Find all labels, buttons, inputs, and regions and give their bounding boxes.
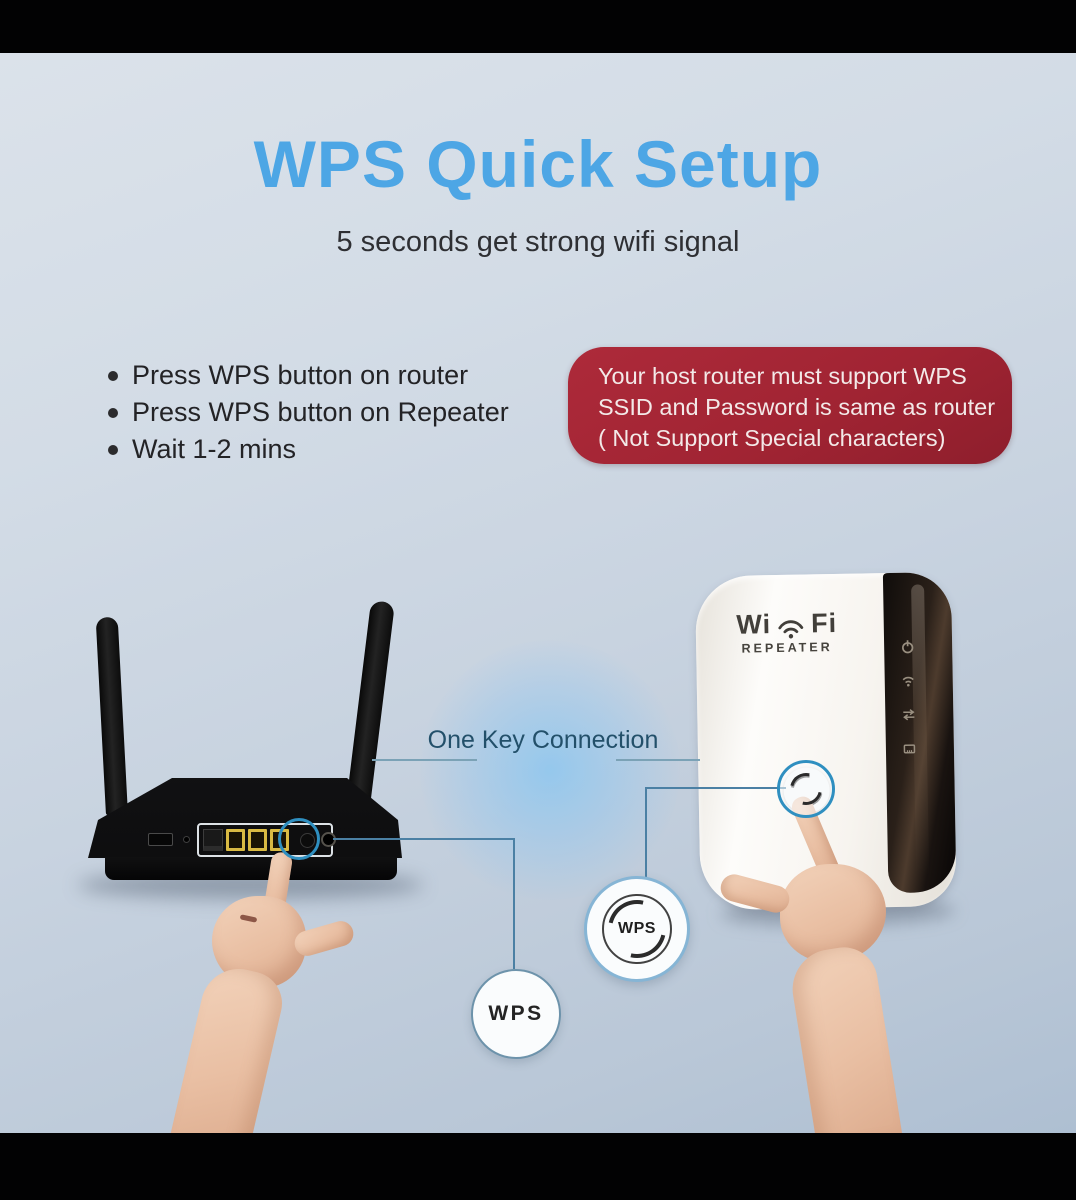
wps-badge-label: WPS: [488, 1002, 544, 1025]
reset-pinhole: [183, 836, 190, 843]
letterbox-bar-bottom: [0, 1133, 1076, 1200]
wps-badge-label: WPS: [618, 920, 656, 937]
right-hand-fist: [780, 864, 886, 962]
step-label: Wait 1-2 mins: [132, 434, 297, 464]
notice-box: Your host router must support WPS SSID a…: [568, 347, 1012, 464]
page-subtitle: 5 seconds get strong wifi signal: [336, 226, 740, 258]
wps-logo-ring: [602, 894, 672, 964]
page-title: WPS Quick Setup: [253, 127, 823, 201]
step-item: Press WPS button on router: [108, 357, 509, 394]
wps-highlight-ring-router: [278, 818, 320, 860]
bullet-dot-icon: [108, 444, 118, 455]
wps-sync-arcs-icon: [783, 766, 829, 812]
step-label: Press WPS button on Repeater: [132, 397, 509, 427]
router-connector-line: [333, 838, 515, 840]
ethernet-icon: [903, 744, 916, 754]
letterbox-bar-top: [0, 0, 1076, 53]
usb-port: [148, 833, 173, 846]
logo-repeater-label: REPEATER: [741, 640, 833, 656]
logo-fi: Fi: [810, 607, 838, 639]
router-connector-line: [513, 838, 515, 969]
logo-row: Wi Fi: [736, 608, 837, 641]
wps-badge-middle: WPS: [584, 876, 690, 982]
connection-label: One Key Connection: [427, 726, 659, 754]
notice-line: Your host router must support WPS: [598, 363, 967, 389]
wifi-icon: [902, 676, 914, 687]
step-item: Wait 1-2 mins: [108, 431, 509, 468]
router-antenna-left: [95, 616, 128, 816]
repeater-connector-line: [645, 787, 647, 879]
wifi-signal-icon: [778, 620, 804, 639]
lan-port: [248, 829, 267, 851]
repeater-illustration: Wi Fi REPEATER: [687, 565, 983, 940]
repeater-side-panel: [882, 571, 957, 894]
power-icon: [902, 640, 914, 654]
bullet-dot-icon: [108, 370, 118, 381]
wps-badge-lower: WPS: [471, 969, 561, 1059]
steps-list: Press WPS button on router Press WPS but…: [108, 357, 509, 468]
connection-flank-line-right: [616, 759, 700, 761]
wifi-repeater-logo: Wi Fi REPEATER: [687, 607, 886, 656]
logo-wi: Wi: [736, 609, 772, 640]
step-item: Press WPS button on Repeater: [108, 394, 509, 431]
connection-flank-line-left: [372, 759, 477, 761]
lan-port: [226, 829, 245, 851]
notice-line: ( Not Support Special characters): [598, 425, 946, 451]
bullet-dot-icon: [108, 407, 118, 418]
router-base: [105, 857, 397, 880]
led-indicator-column: [900, 639, 917, 757]
center-glow: [420, 640, 680, 900]
notice-line: SSID and Password is same as router: [598, 394, 996, 420]
wps-highlight-ring-repeater: [777, 760, 835, 818]
wan-port: [203, 829, 223, 851]
step-label: Press WPS button on router: [132, 360, 469, 390]
repeat-arrows-icon: [903, 709, 915, 721]
repeater-connector-line: [646, 787, 786, 789]
